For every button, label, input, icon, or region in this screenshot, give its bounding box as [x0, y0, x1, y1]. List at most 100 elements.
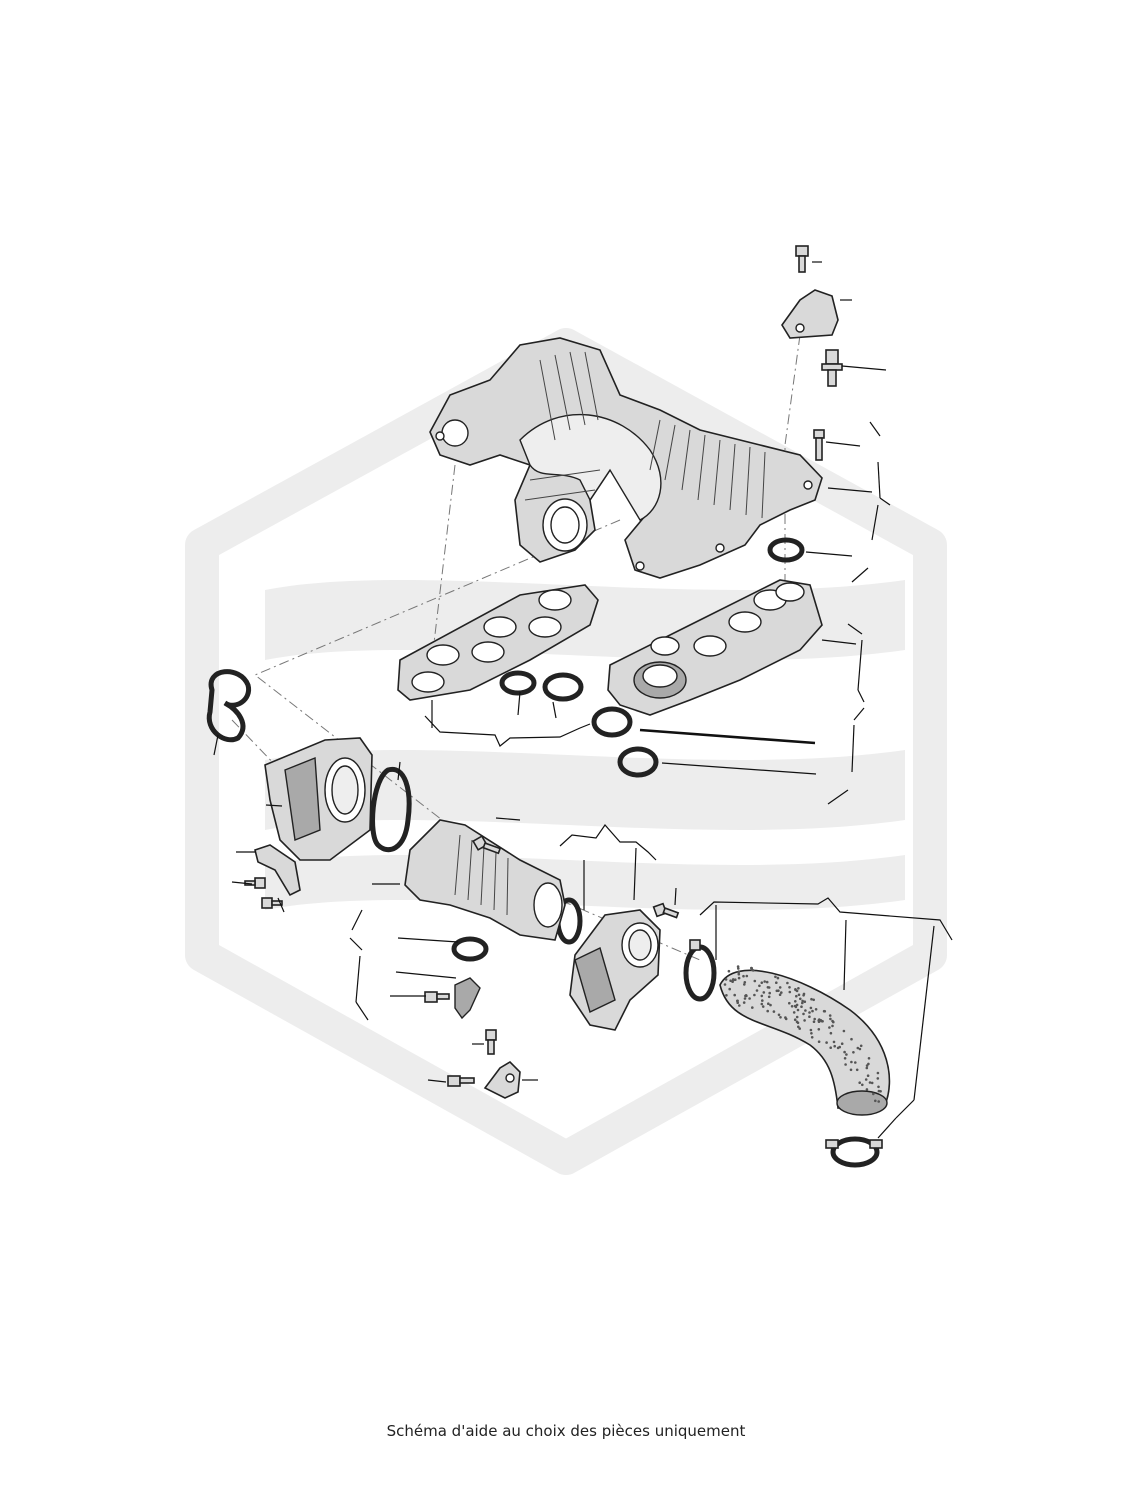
hose-speckle	[760, 994, 764, 998]
hose-clamp-lower[interactable]	[825, 1136, 883, 1168]
bolt[interactable]	[424, 991, 450, 1003]
hose-speckle	[810, 997, 813, 1001]
mounting-bolts[interactable]	[244, 245, 843, 1087]
bolt[interactable]	[821, 349, 843, 387]
hose-speckle	[865, 1064, 869, 1067]
hose-speckle	[744, 994, 748, 997]
hose-speckle	[753, 979, 757, 983]
hose-speckle	[809, 1006, 813, 1010]
gasket-figure-eight[interactable]	[206, 669, 412, 853]
hose-speckle	[743, 981, 747, 984]
hose-speckle	[767, 995, 771, 999]
hose-speckle	[724, 978, 728, 981]
hose-texture	[723, 965, 882, 1103]
hose-speckle	[814, 1008, 818, 1011]
intake-pipe[interactable]	[404, 819, 566, 941]
hose-speckle	[776, 976, 780, 980]
hose-speckle	[828, 1014, 832, 1017]
o-ring-seals[interactable]	[451, 537, 805, 962]
hose-speckle	[788, 1001, 791, 1005]
hose-speckle	[772, 1010, 776, 1013]
hose-speckle	[809, 1028, 813, 1032]
hose-speckle	[808, 1011, 811, 1014]
hose-speckle	[858, 1081, 861, 1084]
bolt[interactable]	[261, 897, 283, 909]
hose-speckle	[795, 1020, 799, 1024]
hose-speckle	[733, 993, 736, 997]
hose-speckle	[750, 966, 753, 970]
hose-speckle	[832, 1040, 836, 1044]
bracket-clip[interactable]	[254, 289, 839, 1099]
pressure-sensor[interactable]	[454, 977, 481, 1020]
hose-speckle	[817, 1028, 821, 1031]
hose-clamp-upper[interactable]	[683, 939, 717, 1002]
bolt[interactable]	[447, 1075, 475, 1087]
hose-speckle	[801, 999, 804, 1003]
bolt[interactable]	[795, 245, 809, 273]
hose-speckle	[742, 1001, 746, 1004]
hose-speckle	[874, 1099, 877, 1103]
hose-speckle	[850, 1060, 853, 1064]
hose-speckle	[877, 1100, 880, 1103]
hose-speckle	[737, 970, 741, 973]
hose-speckle	[865, 1066, 869, 1070]
charge-air-hose[interactable]	[719, 965, 891, 1116]
hose-speckle	[870, 1081, 874, 1085]
hose-speckle	[795, 1015, 799, 1019]
hose-speckle	[728, 987, 731, 991]
hose-speckle	[859, 1044, 863, 1048]
hose-speckle	[810, 1036, 814, 1039]
hose-speckle	[736, 965, 740, 968]
hose-speckle	[802, 1012, 805, 1016]
hose-speckle	[790, 1005, 794, 1008]
hose-speckle	[778, 986, 782, 989]
hose-speckle	[804, 1009, 807, 1012]
bolt[interactable]	[652, 902, 680, 919]
hose-speckle	[795, 994, 798, 998]
hose-speckle	[786, 981, 789, 985]
hose-speckle	[775, 981, 778, 984]
hose-speckle	[734, 978, 737, 981]
bolt[interactable]	[472, 835, 502, 855]
hose-speckle	[760, 981, 764, 984]
hose-speckle	[833, 1044, 836, 1048]
hose-speckle	[797, 993, 801, 997]
hose-speckle	[769, 1003, 772, 1007]
hose-speckle	[777, 989, 780, 992]
hose-speckle	[794, 1000, 797, 1003]
hose-speckle	[725, 994, 728, 997]
hose-speckle	[849, 1068, 853, 1072]
hose-speckle	[821, 1020, 824, 1023]
hose-speckle	[864, 1078, 868, 1081]
hose-speckle	[828, 1026, 831, 1029]
bolt[interactable]	[813, 429, 825, 461]
hose-speckle	[768, 991, 771, 995]
hose-speckle	[793, 1004, 797, 1008]
hose-speckle	[803, 1000, 807, 1003]
hose-speckle	[738, 1004, 741, 1007]
hose-speckle	[760, 1002, 764, 1006]
hose-speckle	[796, 1008, 800, 1012]
hose-speckle	[767, 986, 771, 989]
hose-speckle	[829, 1017, 832, 1021]
throttle-housing-egr[interactable]	[264, 737, 373, 861]
hose-speckle	[813, 1017, 816, 1021]
hose-speckle	[778, 993, 782, 996]
hose-speckle	[761, 1005, 765, 1008]
manifold-flange-right[interactable]	[607, 579, 823, 716]
manifold-flange-left[interactable]	[397, 584, 599, 701]
bolt[interactable]	[485, 1029, 497, 1055]
throttle-body[interactable]	[569, 909, 661, 1031]
hose-speckle	[797, 987, 800, 990]
manifold-ribs	[524, 351, 766, 519]
hose-speckle	[856, 1046, 860, 1050]
upper-intake-manifold[interactable]	[429, 337, 823, 579]
hose-speckle	[829, 1046, 832, 1049]
hose-speckle	[737, 976, 741, 980]
hose-speckle	[825, 1041, 828, 1044]
hose-speckle	[774, 975, 777, 979]
hose-speckle	[810, 1032, 813, 1035]
hose-speckle	[843, 1050, 846, 1054]
hose-speckle	[777, 1013, 781, 1017]
